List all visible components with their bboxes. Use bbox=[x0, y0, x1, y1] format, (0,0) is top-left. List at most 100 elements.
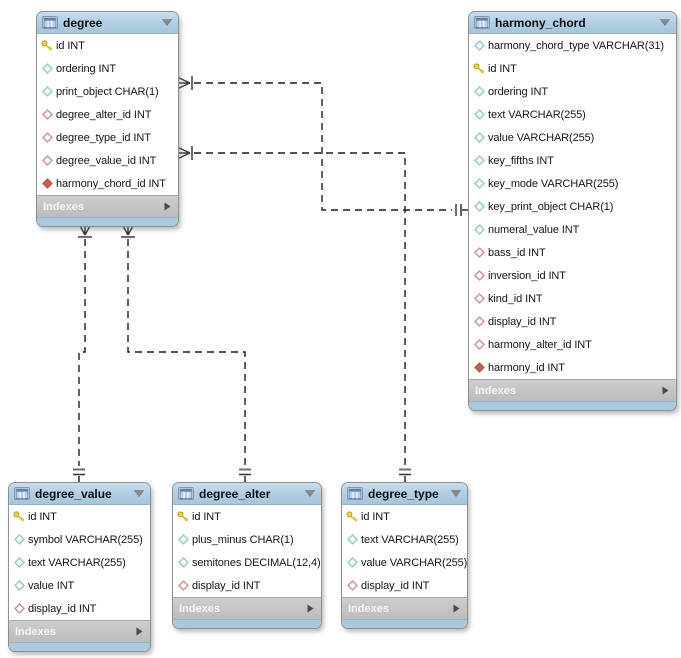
column-row[interactable]: id INT bbox=[37, 34, 178, 57]
column-row[interactable]: display_id INT bbox=[469, 310, 676, 333]
column-label: semitones DECIMAL(12,4) bbox=[192, 556, 321, 569]
column-row[interactable]: harmony_chord_type VARCHAR(31) bbox=[469, 34, 676, 57]
table-title: harmony_chord bbox=[495, 15, 586, 30]
collapse-arrow-icon[interactable] bbox=[660, 19, 670, 26]
column-diamond-icon bbox=[473, 109, 485, 120]
table-degree-type[interactable]: degree_type id INT text VARCHAR(255)value… bbox=[341, 482, 468, 629]
column-diamond-icon bbox=[346, 534, 358, 545]
column-row[interactable]: harmony_chord_id INT bbox=[37, 172, 178, 195]
column-row[interactable]: display_id INT bbox=[9, 597, 150, 620]
column-row[interactable]: id INT bbox=[173, 505, 321, 528]
indexes-label: Indexes bbox=[15, 625, 56, 638]
table-header[interactable]: degree_type bbox=[342, 483, 467, 505]
column-label: key_mode VARCHAR(255) bbox=[488, 177, 619, 190]
column-diamond-icon bbox=[177, 534, 189, 545]
relationship-degree-degree_type[interactable] bbox=[176, 146, 411, 482]
indexes-footer[interactable]: Indexes bbox=[9, 620, 150, 642]
column-row[interactable]: display_id INT bbox=[342, 574, 467, 597]
column-row[interactable]: ordering INT bbox=[37, 57, 178, 80]
column-diamond-icon bbox=[41, 86, 53, 97]
column-row[interactable]: degree_value_id INT bbox=[37, 149, 178, 172]
expand-arrow-icon[interactable] bbox=[164, 198, 171, 216]
expand-arrow-icon[interactable] bbox=[136, 623, 143, 641]
indexes-footer[interactable]: Indexes bbox=[173, 597, 321, 619]
column-label: harmony_chord_id INT bbox=[56, 177, 166, 190]
column-label: display_id INT bbox=[28, 602, 97, 615]
expand-arrow-icon[interactable] bbox=[662, 382, 669, 400]
collapse-arrow-icon[interactable] bbox=[162, 19, 172, 26]
table-header[interactable]: degree_alter bbox=[173, 483, 321, 505]
relationship-degree-degree_value[interactable] bbox=[73, 223, 92, 482]
column-row[interactable]: text VARCHAR(255) bbox=[9, 551, 150, 574]
column-row[interactable]: display_id INT bbox=[173, 574, 321, 597]
column-row[interactable]: text VARCHAR(255) bbox=[469, 103, 676, 126]
column-row[interactable]: value VARCHAR(255) bbox=[342, 551, 467, 574]
table-title: degree_alter bbox=[199, 486, 271, 501]
foreign-key-notnull-diamond-icon bbox=[41, 178, 53, 189]
column-row[interactable]: key_mode VARCHAR(255) bbox=[469, 172, 676, 195]
collapse-arrow-icon[interactable] bbox=[305, 490, 315, 497]
foreign-key-notnull-diamond-icon bbox=[473, 362, 485, 373]
expand-arrow-icon[interactable] bbox=[307, 600, 314, 618]
column-label: text VARCHAR(255) bbox=[488, 108, 586, 121]
column-row[interactable]: id INT bbox=[469, 57, 676, 80]
column-row[interactable]: inversion_id INT bbox=[469, 264, 676, 287]
column-row[interactable]: plus_minus CHAR(1) bbox=[173, 528, 321, 551]
column-label: id INT bbox=[361, 510, 390, 523]
collapse-arrow-icon[interactable] bbox=[134, 490, 144, 497]
column-row[interactable]: id INT bbox=[342, 505, 467, 528]
table-header[interactable]: degree bbox=[37, 12, 178, 34]
column-row[interactable]: value INT bbox=[9, 574, 150, 597]
relationship-degree-harmony_chord[interactable] bbox=[176, 76, 468, 216]
table-icon bbox=[347, 487, 363, 500]
column-row[interactable]: semitones DECIMAL(12,4) bbox=[173, 551, 321, 574]
table-icon bbox=[474, 16, 490, 29]
foreign-key-diamond-icon bbox=[177, 580, 189, 591]
column-label: id INT bbox=[488, 62, 517, 75]
column-list: id INT text VARCHAR(255)value VARCHAR(255… bbox=[342, 505, 467, 597]
table-header[interactable]: degree_value bbox=[9, 483, 150, 505]
column-row[interactable]: value VARCHAR(255) bbox=[469, 126, 676, 149]
indexes-footer[interactable]: Indexes bbox=[37, 195, 178, 217]
column-row[interactable]: ordering INT bbox=[469, 80, 676, 103]
column-row[interactable]: degree_alter_id INT bbox=[37, 103, 178, 126]
column-row[interactable]: key_print_object CHAR(1) bbox=[469, 195, 676, 218]
indexes-footer[interactable]: Indexes bbox=[342, 597, 467, 619]
column-row[interactable]: harmony_alter_id INT bbox=[469, 333, 676, 356]
indexes-label: Indexes bbox=[348, 602, 389, 615]
column-row[interactable]: numeral_value INT bbox=[469, 218, 676, 241]
column-row[interactable]: key_fifths INT bbox=[469, 149, 676, 172]
column-row[interactable]: print_object CHAR(1) bbox=[37, 80, 178, 103]
column-label: display_id INT bbox=[361, 579, 430, 592]
table-title: degree_value bbox=[35, 486, 112, 501]
column-label: degree_value_id INT bbox=[56, 154, 157, 167]
relationship-degree-degree_alter[interactable] bbox=[121, 223, 251, 482]
collapse-arrow-icon[interactable] bbox=[451, 490, 461, 497]
column-diamond-icon bbox=[473, 178, 485, 189]
foreign-key-diamond-icon bbox=[41, 132, 53, 143]
column-label: harmony_alter_id INT bbox=[488, 338, 592, 351]
table-header[interactable]: harmony_chord bbox=[469, 12, 676, 34]
column-row[interactable]: text VARCHAR(255) bbox=[342, 528, 467, 551]
column-label: key_print_object CHAR(1) bbox=[488, 200, 614, 213]
expand-arrow-icon[interactable] bbox=[453, 600, 460, 618]
foreign-key-diamond-icon bbox=[473, 339, 485, 350]
column-diamond-icon bbox=[346, 557, 358, 568]
indexes-label: Indexes bbox=[179, 602, 220, 615]
column-diamond-icon bbox=[13, 534, 25, 545]
column-row[interactable]: harmony_id INT bbox=[469, 356, 676, 379]
column-row[interactable]: bass_id INT bbox=[469, 241, 676, 264]
column-diamond-icon bbox=[473, 86, 485, 97]
table-bottom-strip bbox=[469, 401, 676, 410]
indexes-footer[interactable]: Indexes bbox=[469, 379, 676, 401]
column-row[interactable]: id INT bbox=[9, 505, 150, 528]
column-row[interactable]: degree_type_id INT bbox=[37, 126, 178, 149]
column-row[interactable]: symbol VARCHAR(255) bbox=[9, 528, 150, 551]
column-row[interactable]: kind_id INT bbox=[469, 287, 676, 310]
table-harmony-chord[interactable]: harmony_chord harmony_chord_type VARCHAR… bbox=[468, 11, 677, 411]
